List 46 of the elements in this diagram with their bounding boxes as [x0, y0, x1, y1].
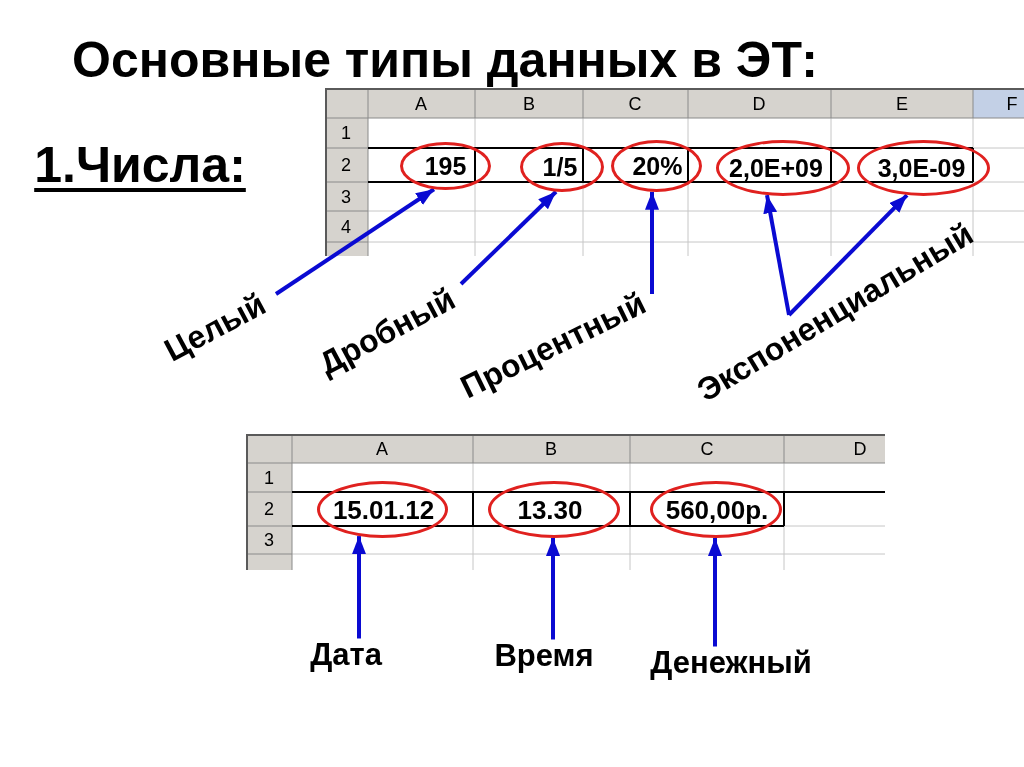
- highlight-ellipse: [857, 140, 990, 196]
- arrow: [352, 536, 366, 639]
- cell-value: 3,0E-09: [877, 155, 966, 181]
- row-number: 3: [341, 188, 351, 206]
- section-heading: 1.Числа:: [34, 140, 246, 190]
- highlight-ellipse: [520, 142, 604, 192]
- arrow: [763, 194, 791, 316]
- row-number: 1: [264, 469, 274, 487]
- highlight-ellipse: [716, 140, 850, 196]
- column-header: E: [896, 95, 908, 113]
- arrow: [787, 193, 909, 317]
- type-label: Денежный: [650, 646, 812, 678]
- highlight-ellipse: [400, 142, 491, 190]
- column-header: D: [752, 95, 766, 113]
- column-header: F: [1006, 95, 1018, 113]
- cell-value: 15.01.12: [332, 496, 435, 523]
- row-number: 3: [264, 531, 274, 549]
- row-number: 4: [341, 218, 351, 236]
- highlight-ellipse: [488, 481, 620, 538]
- row-number: 1: [341, 124, 351, 142]
- cell-value: 560,00р.: [665, 496, 769, 523]
- highlight-ellipse: [317, 481, 448, 538]
- column-header: B: [545, 440, 557, 458]
- row-number: 2: [264, 500, 274, 518]
- cell-value: 20%: [632, 153, 683, 179]
- highlight-ellipse: [650, 481, 782, 538]
- highlight-ellipse: [611, 140, 702, 192]
- arrow: [708, 538, 722, 647]
- column-header: A: [376, 440, 388, 458]
- row-number: 2: [341, 156, 351, 174]
- column-header: C: [628, 95, 642, 113]
- cell-value: 13.30: [517, 496, 583, 523]
- slide-title: Основные типы данных в ЭТ:: [72, 35, 818, 85]
- arrow: [645, 191, 659, 294]
- cell-value: 1/5: [542, 154, 578, 180]
- cell-value: 195: [424, 153, 467, 179]
- arrow: [274, 187, 436, 296]
- arrow: [546, 538, 560, 640]
- type-label: Дата: [310, 638, 382, 670]
- cell-value: 2,0E+09: [729, 155, 823, 181]
- arrow: [459, 190, 558, 286]
- column-header: D: [853, 440, 867, 458]
- column-header: B: [523, 95, 535, 113]
- column-header: C: [700, 440, 714, 458]
- column-header: A: [415, 95, 427, 113]
- type-label: Время: [494, 639, 594, 671]
